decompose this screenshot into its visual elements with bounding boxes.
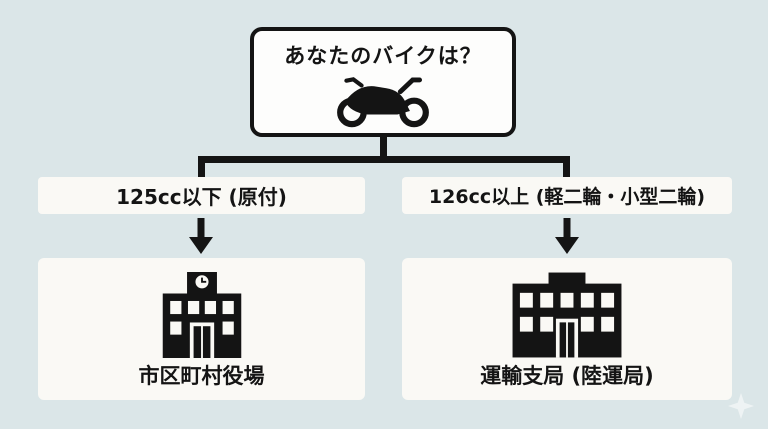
destination-node-left: 市区町村役場 — [38, 258, 365, 400]
destination-label-left: 市区町村役場 — [138, 364, 265, 388]
destination-label-right: 運輸支局 (陸運局) — [480, 364, 654, 388]
down-arrow-left-icon — [189, 218, 213, 254]
down-arrow-right-icon — [555, 218, 579, 254]
government-building-icon — [512, 272, 622, 358]
destination-node-right: 運輸支局 (陸運局) — [402, 258, 732, 400]
connector-horizontal — [198, 156, 570, 163]
question-node: あなたのバイクは？ — [250, 27, 516, 137]
connector-stub-left — [198, 156, 205, 179]
connector-stub-right — [563, 156, 570, 179]
city-hall-icon — [162, 272, 241, 358]
connector-vertical — [380, 135, 387, 161]
branch-label-right: 126cc以上 (軽二輪・小型二輪) — [402, 177, 732, 214]
question-text: あなたのバイクは？ — [284, 44, 482, 68]
motorcycle-icon — [337, 77, 429, 128]
branch-condition-right: 126cc以上 (軽二輪・小型二輪) — [428, 186, 706, 208]
branch-label-left: 125cc以下 (原付) — [38, 177, 365, 214]
branch-condition-left: 125cc以下 (原付) — [116, 185, 287, 209]
sparkle-icon — [728, 393, 754, 419]
